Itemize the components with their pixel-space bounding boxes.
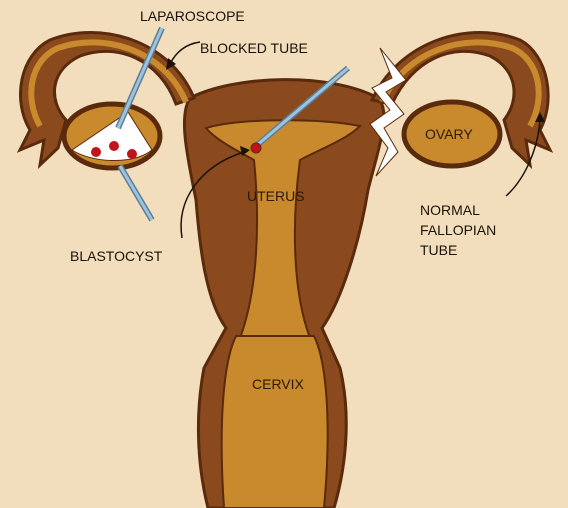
- laparoscope-label: LAPAROSCOPE: [140, 8, 245, 25]
- ovary-label: OVARY: [425, 126, 473, 143]
- blocked-tube-label: BLOCKED TUBE: [200, 40, 308, 57]
- blastocyst-cell: [91, 147, 101, 157]
- blocked-tube-arrow: [170, 42, 200, 64]
- cervix-region: [222, 336, 328, 508]
- blastocyst-cell: [127, 149, 137, 159]
- uterus-label: UTERUS: [247, 188, 305, 205]
- normal-tube-label-line1: NORMAL: [420, 202, 480, 219]
- blastocyst-cell: [109, 141, 119, 151]
- blastocyst-in-uterus: [251, 143, 261, 153]
- second-probe-highlight: [120, 166, 152, 220]
- blastocyst-label: BLASTOCYST: [70, 248, 162, 265]
- cervix-label: CERVIX: [252, 376, 304, 393]
- normal-tube-label-line3: TUBE: [420, 242, 457, 259]
- normal-tube-label-line2: FALLOPIAN: [420, 222, 496, 239]
